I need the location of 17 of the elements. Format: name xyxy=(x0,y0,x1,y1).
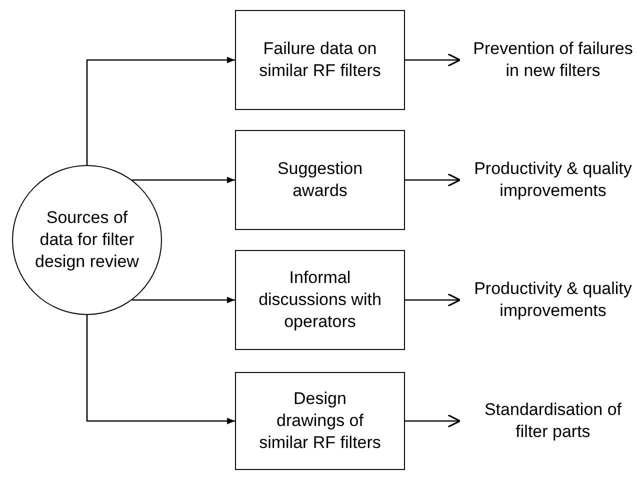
outcome-text: Standardisation of filter parts xyxy=(483,399,623,443)
arrow xyxy=(86,315,235,424)
arrow xyxy=(405,53,461,67)
process-box: Suggestion awards xyxy=(235,130,405,230)
arrow xyxy=(132,296,235,304)
source-circle: Sources of data for filter design review xyxy=(12,165,162,315)
process-box: Informal discussions with operators xyxy=(235,250,405,350)
outcome-text: Productivity & quality improvements xyxy=(473,278,633,322)
process-box: Design drawings of similar RF filters xyxy=(235,372,405,470)
arrow xyxy=(86,56,235,165)
process-box: Failure data on similar RF filters xyxy=(235,10,405,110)
outcome-text: Prevention of failures in new filters xyxy=(472,38,634,82)
arrow xyxy=(132,176,235,184)
arrow xyxy=(405,414,461,428)
arrow xyxy=(405,173,461,187)
outcome-text: Productivity & quality improvements xyxy=(473,158,633,202)
arrow xyxy=(405,293,461,307)
